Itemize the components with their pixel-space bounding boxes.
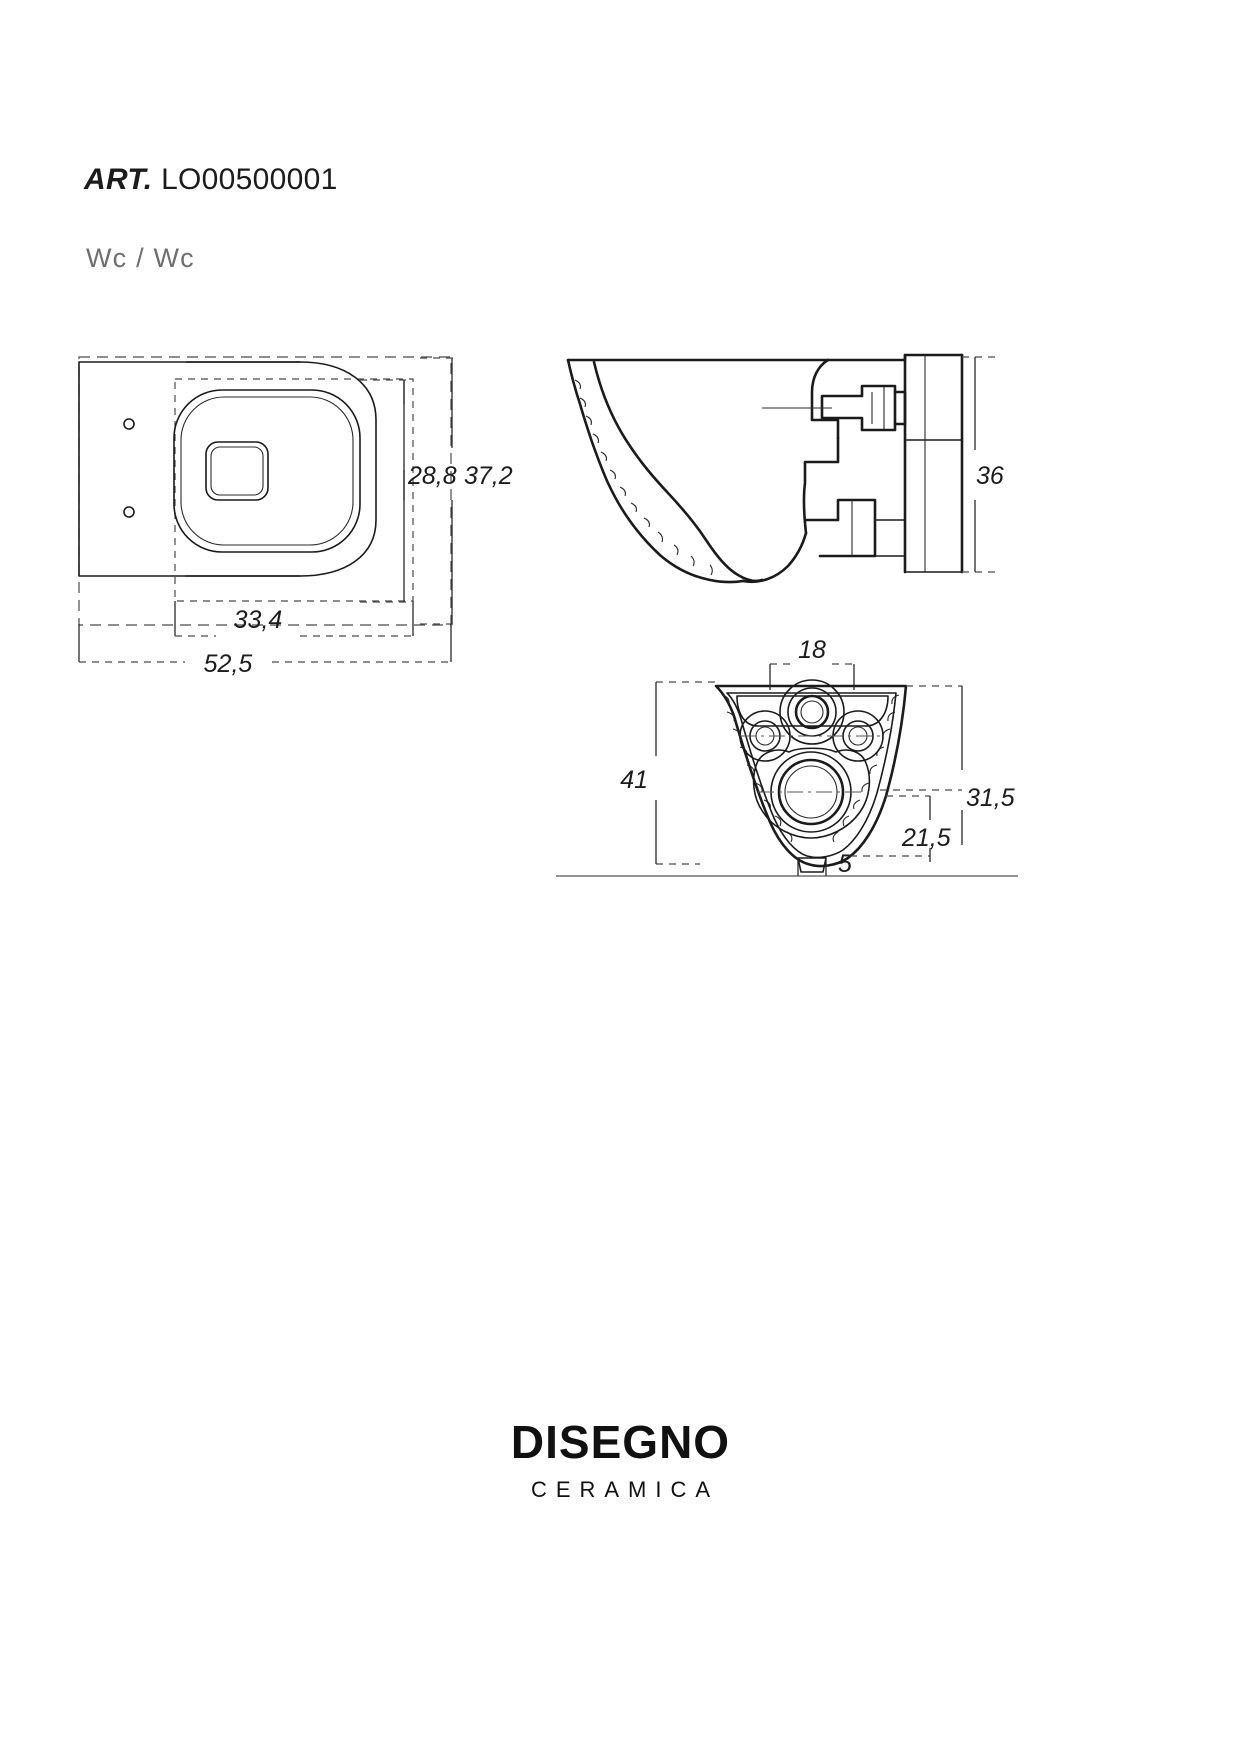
rear-view-group: 18 41 31,5 21,5 5 xyxy=(556,636,1018,878)
dim-top-seat-width: 33,4 xyxy=(234,606,283,634)
article-code: LO00500001 xyxy=(161,163,338,196)
dim-top-overall-width: 52,5 xyxy=(204,650,253,678)
brand-name: DISEGNO xyxy=(510,1416,731,1468)
dim-rear-top-width: 18 xyxy=(798,636,826,664)
dim-rear-total-height: 41 xyxy=(620,766,648,794)
brand-logo: DISEGNO CERAMICA xyxy=(0,1418,1241,1503)
brand-subtitle: CERAMICA xyxy=(530,1476,720,1502)
dim-rear-base-gap: 5 xyxy=(838,850,852,878)
side-view-group: 36 xyxy=(566,353,1004,584)
dim-side-height: 36 xyxy=(976,462,1004,490)
dim-top-overall-depth: 37,2 xyxy=(464,462,513,490)
dim-rear-offset-a: 31,5 xyxy=(966,784,1015,812)
page-subtitle: Wc / Wc xyxy=(86,243,195,273)
page-title: ART. LO00500001 xyxy=(84,163,338,197)
top-view-group: 28,8 37,2 33,4 52,5 xyxy=(78,356,513,678)
dim-top-seat-depth: 28,8 xyxy=(407,462,457,490)
article-prefix: ART. xyxy=(84,163,153,196)
dim-rear-offset-b: 21,5 xyxy=(901,824,951,852)
